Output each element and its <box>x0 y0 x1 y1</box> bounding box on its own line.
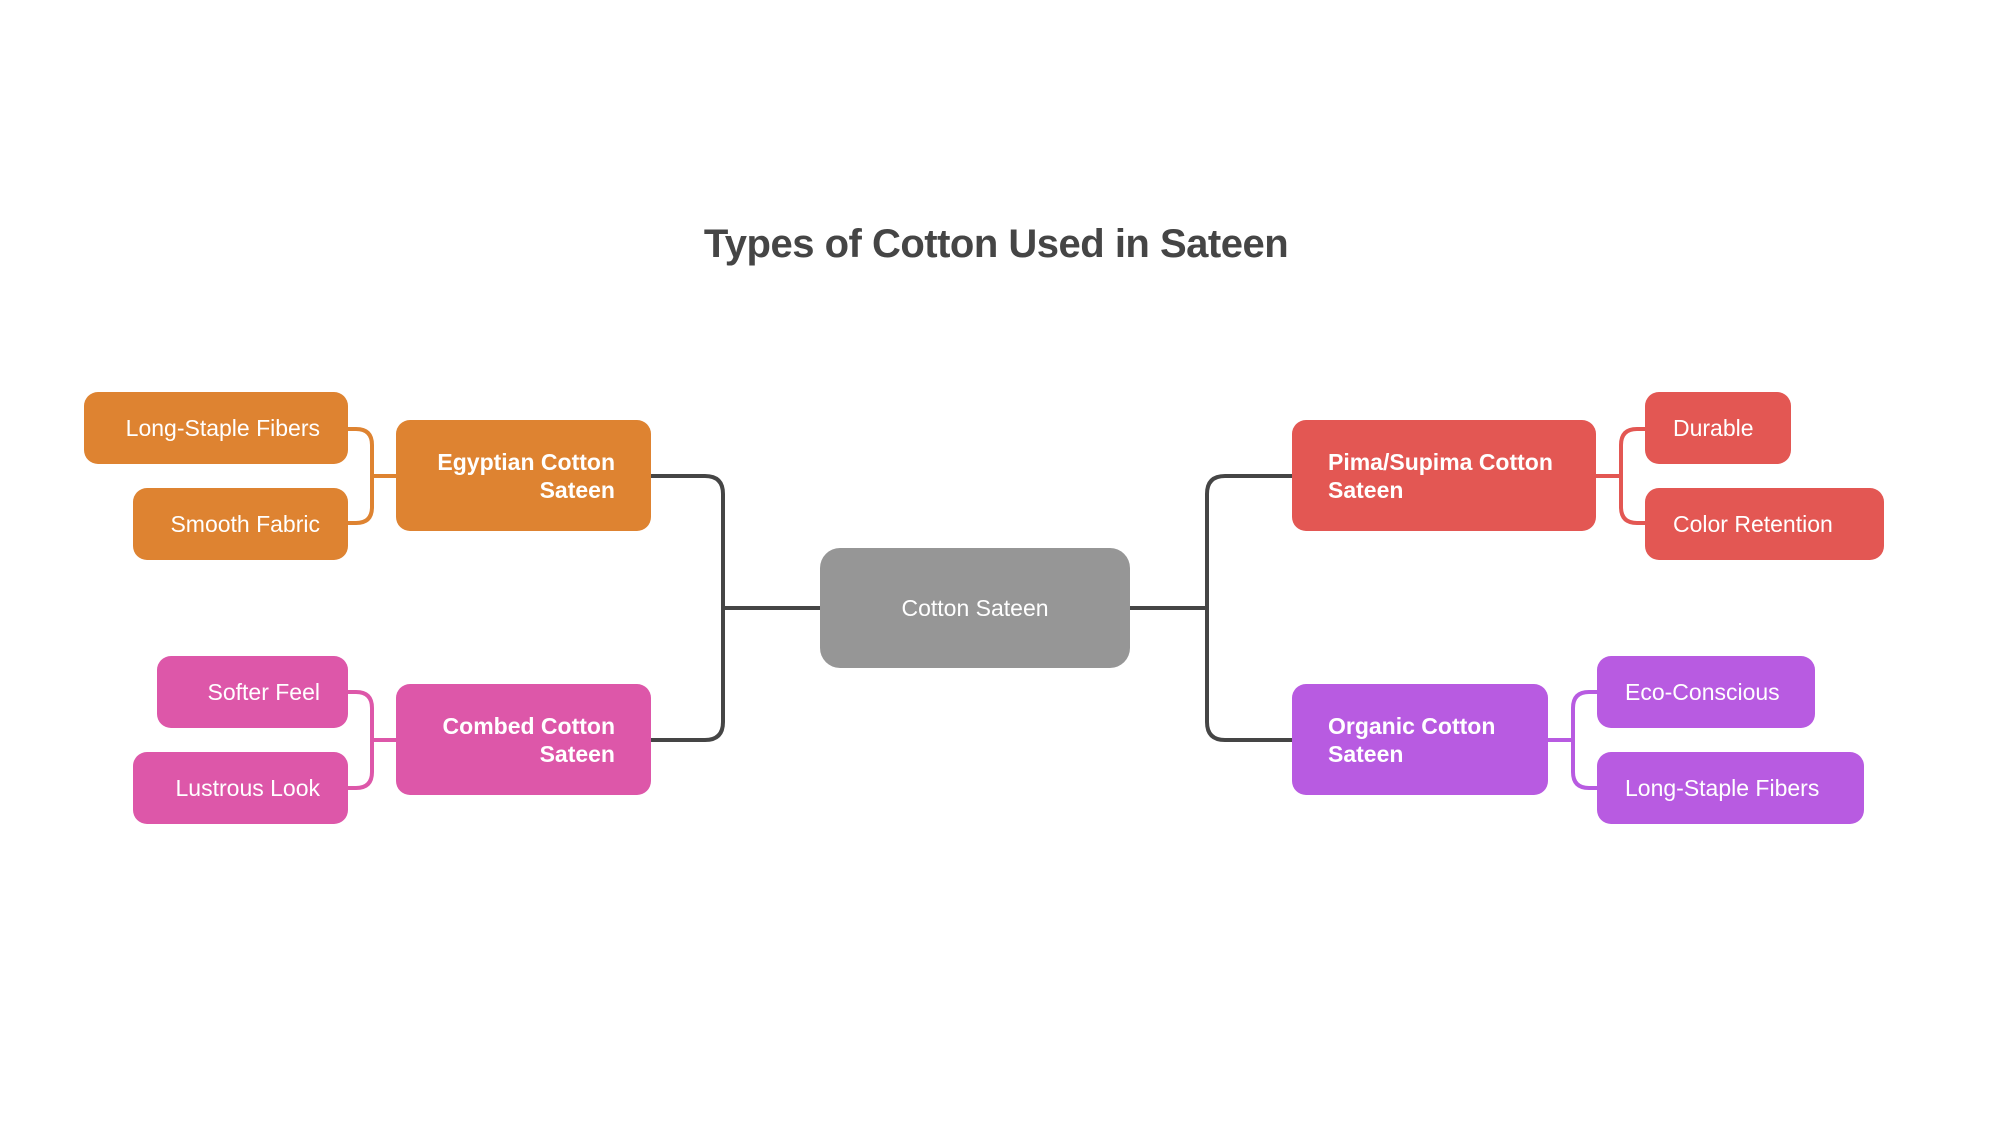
leaf-label: Durable <box>1673 415 1754 441</box>
leaf-label: Eco-Conscious <box>1625 679 1780 705</box>
branch-pima-supima-cotton: Pima/Supima Cotton Sateen <box>1292 420 1596 531</box>
branch-label: Pima/Supima Cotton Sateen <box>1328 448 1553 503</box>
diagram-title: Types of Cotton Used in Sateen <box>703 222 1289 266</box>
leaf-label: Softer Feel <box>207 679 321 705</box>
branch-label: Combed Cotton Sateen <box>442 712 615 767</box>
leaf-long-staple-fibers: Long-Staple Fibers <box>84 392 348 464</box>
leaf-lustrous-look: Lustrous Look <box>133 752 348 824</box>
leaf-label: Color Retention <box>1673 511 1833 537</box>
leaf-durable: Durable <box>1645 392 1791 464</box>
branch-combed-cotton: Combed Cotton Sateen <box>396 684 651 795</box>
center-node: Cotton Sateen <box>820 548 1130 668</box>
branch-label: Organic Cotton Sateen <box>1328 712 1496 767</box>
center-label: Cotton Sateen <box>901 595 1049 621</box>
leaf-eco-conscious: Eco-Conscious <box>1597 656 1815 728</box>
leaf-label: Lustrous Look <box>175 775 320 801</box>
leaf-label: Long-Staple Fibers <box>125 415 320 441</box>
leaf-color-retention: Color Retention <box>1645 488 1884 560</box>
leaf-label: Smooth Fabric <box>170 511 320 537</box>
leaf-smooth-fabric: Smooth Fabric <box>133 488 348 560</box>
leaf-long-staple-fibers-organic: Long-Staple Fibers <box>1597 752 1864 824</box>
branch-label: Egyptian Cotton Sateen <box>437 448 615 503</box>
branch-egyptian-cotton: Egyptian Cotton Sateen <box>396 420 651 531</box>
leaf-label: Long-Staple Fibers <box>1625 775 1820 801</box>
leaf-softer-feel: Softer Feel <box>157 656 348 728</box>
branch-organic-cotton: Organic Cotton Sateen <box>1292 684 1548 795</box>
